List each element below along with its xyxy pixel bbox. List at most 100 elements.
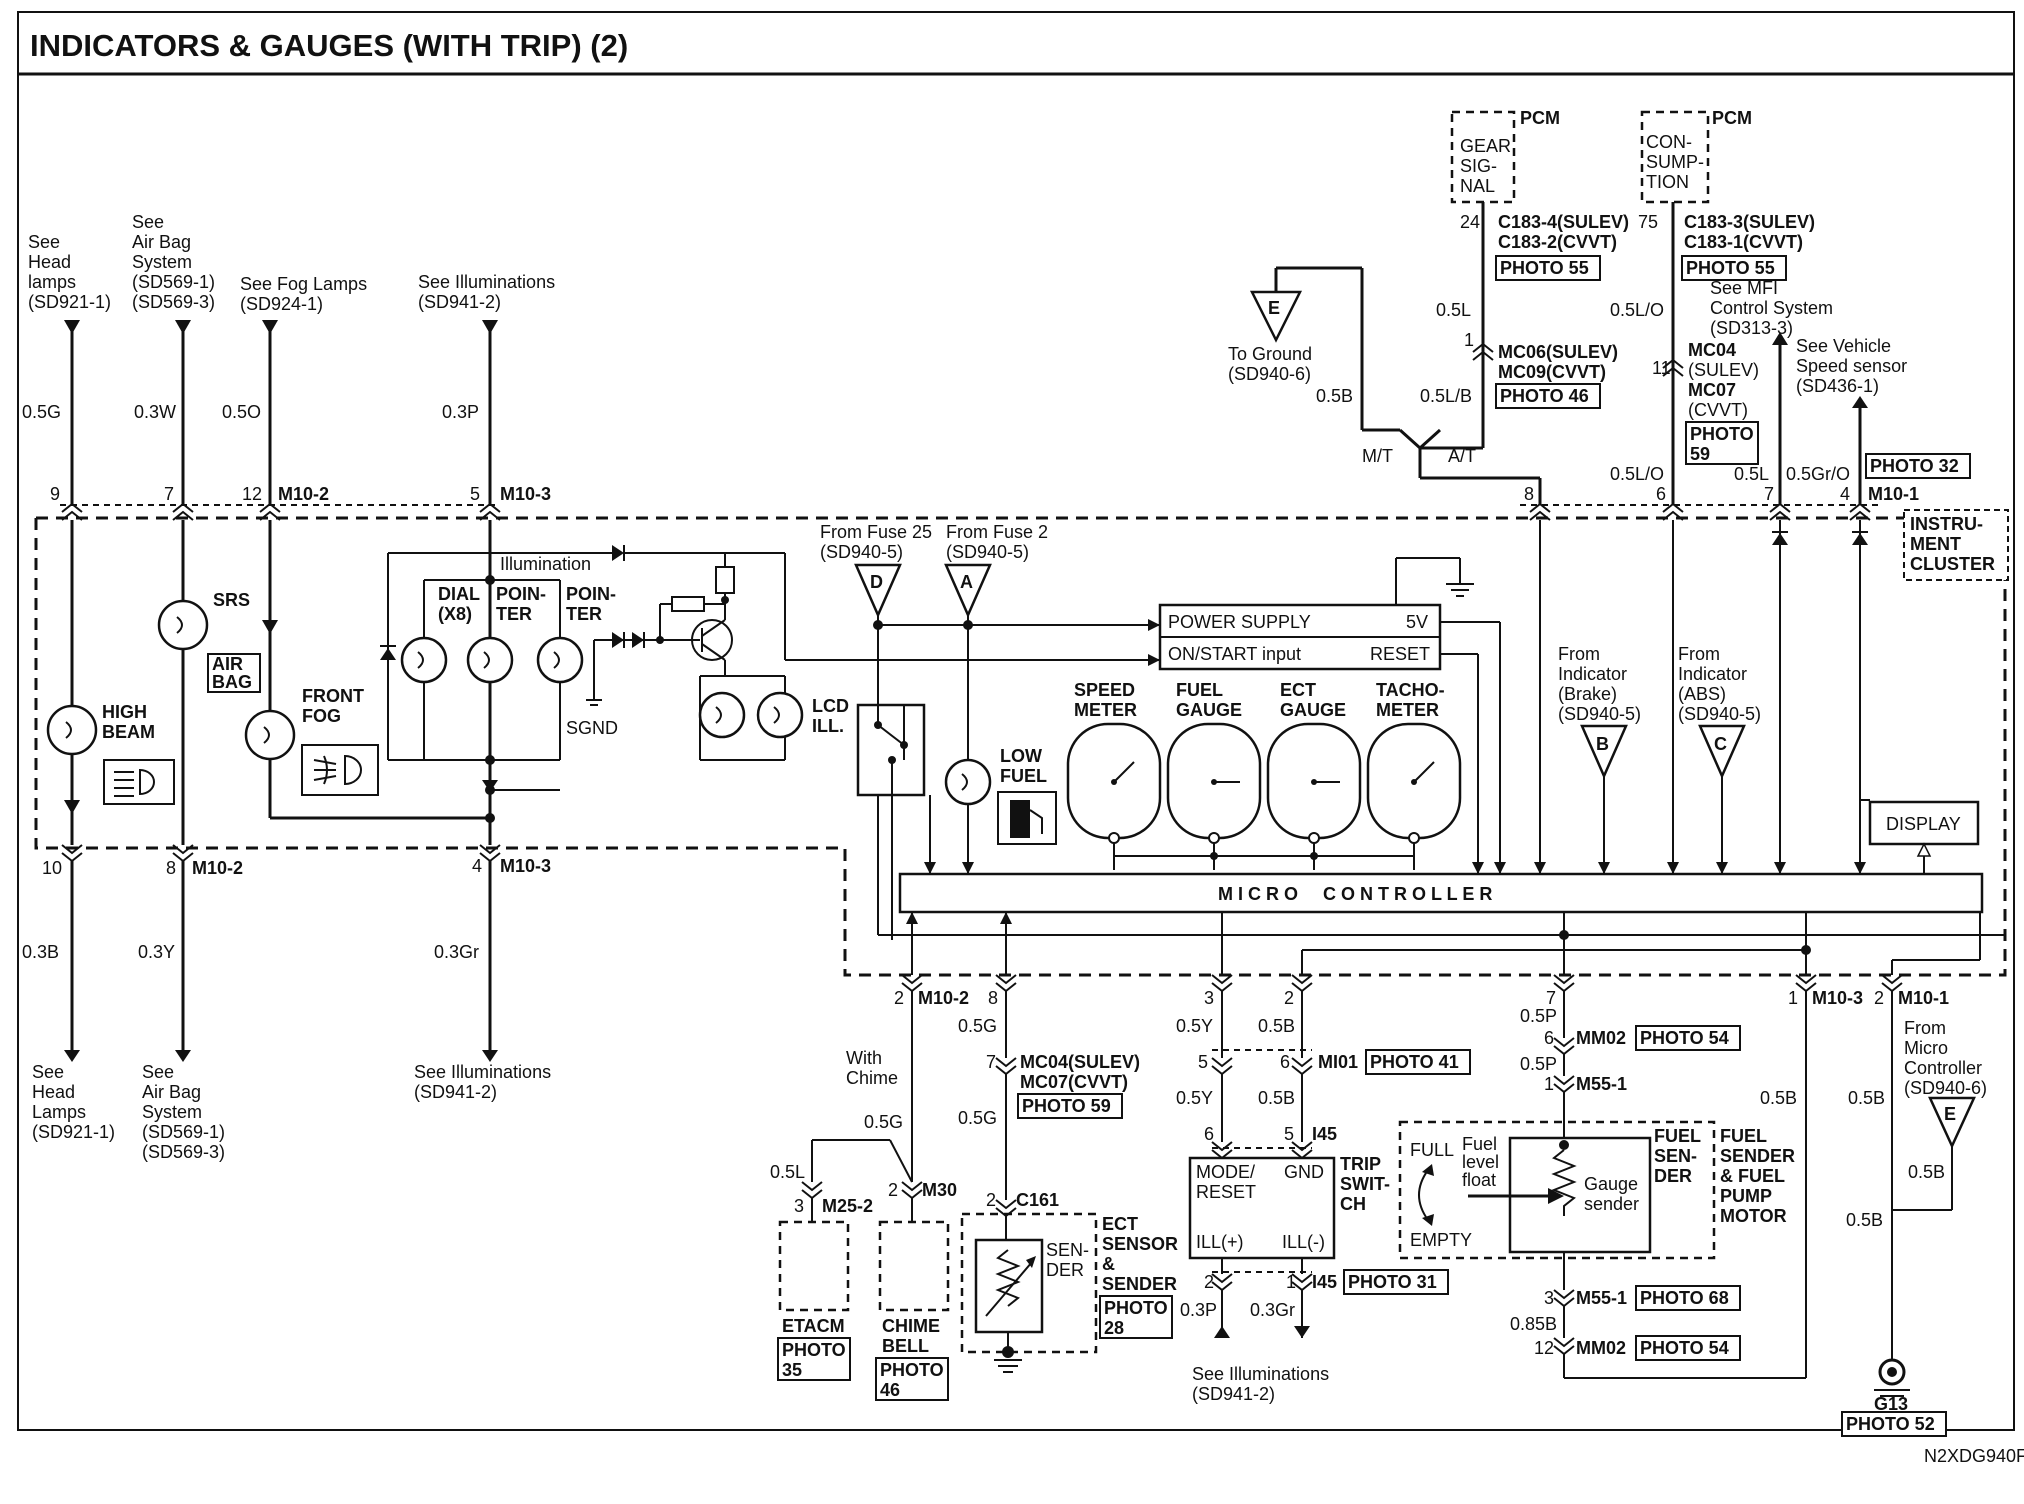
ref-vehicle-speed-sensor: See Vehicle Speed sensor (SD436-1): [1796, 336, 1907, 396]
svg-text:Head: Head: [28, 252, 71, 272]
fuel-level-float-label: Fuel level float: [1462, 1134, 1499, 1190]
svg-text:Lamps: Lamps: [32, 1102, 86, 1122]
high-beam-lamp: [46, 704, 98, 756]
ect-sensor-label: ECT SENSOR & SENDER: [1102, 1214, 1178, 1294]
ref-head-lamps-bottom: See Head Lamps (SD921-1): [32, 1062, 115, 1142]
connector-label: MC09(CVVT): [1498, 362, 1606, 382]
svg-text:(SD940-5): (SD940-5): [1558, 704, 1641, 724]
svg-text:POWER SUPPLY: POWER SUPPLY: [1168, 612, 1311, 632]
connector-label: M10-2: [918, 988, 969, 1008]
photo-box: [1365, 1049, 1471, 1075]
wire-color-label: 0.3Y: [138, 942, 175, 962]
svg-text:SENSOR: SENSOR: [1102, 1234, 1178, 1254]
svg-text:See MFI: See MFI: [1710, 278, 1778, 298]
wire-color-label: 0.5Y: [1176, 1088, 1213, 1108]
wire-color-label: 0.5B: [1258, 1088, 1295, 1108]
fuse-wires: [856, 615, 2005, 940]
srs-label: SRS: [213, 590, 250, 610]
wire-color-label: 0.3P: [442, 402, 479, 422]
svg-text:(SD569-1): (SD569-1): [132, 272, 215, 292]
photo-box: [777, 1337, 851, 1381]
svg-text:FUEL: FUEL: [1176, 680, 1223, 700]
connector-label: (CVVT): [1688, 400, 1748, 420]
ect-sensor-circuit: [960, 991, 1098, 1373]
consumption-label: CON-: [1646, 132, 1692, 152]
wire-color-label: 0.5L/O: [1610, 464, 1664, 484]
connector-label: M10-3: [1812, 988, 1863, 1008]
dial-label: DIAL: [438, 584, 480, 604]
svg-text:Controller: Controller: [1904, 1058, 1982, 1078]
svg-text:See Fog Lamps: See Fog Lamps: [240, 274, 367, 294]
pin-number: 2: [1284, 988, 1294, 1008]
left-lamp-wires: [64, 520, 490, 845]
ref-brake-indicator: From Indicator (Brake) (SD940-5): [1558, 644, 1641, 724]
connector-label: MM02: [1576, 1338, 1626, 1358]
photo-ref: PHOTO 54: [1640, 1338, 1729, 1358]
fuse-references: From Fuse 25 (SD940-5) From Fuse 2 (SD94…: [820, 522, 1048, 562]
high-beam-label: BEAM: [102, 722, 155, 742]
fuel-sender-circuit: [1398, 991, 1807, 1379]
gauges: SPEED METER FUEL GAUGE ECT GAUGE TACHO- …: [1066, 680, 1462, 870]
pin-number: 5: [1198, 1052, 1208, 1072]
pin-number: 75: [1638, 212, 1658, 232]
svg-text:RESET: RESET: [1370, 644, 1430, 664]
pin-number: 2: [986, 1190, 996, 1210]
svg-text:& FUEL: & FUEL: [1720, 1166, 1785, 1186]
connector-label: C183-2(CVVT): [1498, 232, 1617, 252]
sgnd-label: SGND: [566, 718, 618, 738]
svg-text:See: See: [32, 1062, 64, 1082]
pin-number: 3: [794, 1196, 804, 1216]
svg-text:Speed sensor: Speed sensor: [1796, 356, 1907, 376]
wire-color-label: 0.3Gr: [1250, 1300, 1295, 1320]
ref-abs-indicator: From Indicator (ABS) (SD940-5): [1678, 644, 1761, 724]
to-ground-label: To Ground: [1228, 344, 1312, 364]
ref-air-bag-top: See Air Bag System (SD569-1) (SD569-3): [132, 212, 215, 312]
svg-text:CH: CH: [1340, 1194, 1366, 1214]
micro-controller: [898, 872, 1984, 914]
lcd-ill-label: ILL.: [812, 716, 844, 736]
photo-box: [1865, 453, 1971, 479]
svg-text:See: See: [132, 212, 164, 232]
svg-text:(SD941-2): (SD941-2): [414, 1082, 497, 1102]
photo-box: [1495, 255, 1601, 281]
svg-text:See: See: [28, 232, 60, 252]
ill-plus-label: ILL(+): [1196, 1232, 1244, 1252]
photo-ref: PHOTO: [782, 1340, 846, 1360]
pin-number: 6: [1544, 1028, 1554, 1048]
connector-label: M10-1: [1898, 988, 1949, 1008]
airbag-label: BAG: [212, 672, 252, 692]
display-label: DISPLAY: [1886, 814, 1961, 834]
dial-label: (X8): [438, 604, 472, 624]
svg-text:float: float: [1462, 1170, 1496, 1190]
fuel-pump-icon: [997, 791, 1057, 845]
gauge-sender-label: sender: [1584, 1194, 1639, 1214]
pin-number: 12: [242, 484, 262, 504]
svg-text:FUEL: FUEL: [1654, 1126, 1701, 1146]
svg-text:level: level: [1462, 1152, 1499, 1172]
empty-label: EMPTY: [1410, 1230, 1472, 1250]
photo-box: [1099, 1295, 1173, 1339]
svg-text:SEN-: SEN-: [1654, 1146, 1697, 1166]
svg-text:System: System: [132, 252, 192, 272]
pointer-label: POIN-: [496, 584, 546, 604]
svg-text:METER: METER: [1376, 700, 1439, 720]
svg-text:(SD940-6): (SD940-6): [1904, 1078, 1987, 1098]
svg-text:(SD921-1): (SD921-1): [32, 1122, 115, 1142]
photo-ref: PHOTO 32: [1870, 456, 1959, 476]
svg-text:Fuel: Fuel: [1462, 1134, 1497, 1154]
svg-text:(SD924-1): (SD924-1): [240, 294, 323, 314]
mode-reset-label: RESET: [1196, 1182, 1256, 1202]
pin-number: 4: [1840, 484, 1850, 504]
gear-signal-label: SIG-: [1460, 156, 1497, 176]
svg-text:GAUGE: GAUGE: [1176, 700, 1242, 720]
ground-triangle-e: E: [1249, 290, 1303, 343]
photo-ref: PHOTO 59: [1022, 1096, 1111, 1116]
svg-text:ON/START input: ON/START input: [1168, 644, 1301, 664]
pin-number: 8: [1524, 484, 1534, 504]
photo-ref: PHOTO 41: [1370, 1052, 1459, 1072]
pin-number: 3: [1544, 1288, 1554, 1308]
pin-number: 11: [1652, 358, 1671, 378]
wire-color-label: 0.5Gr/O: [1786, 464, 1850, 484]
photo-box: [1685, 421, 1759, 465]
